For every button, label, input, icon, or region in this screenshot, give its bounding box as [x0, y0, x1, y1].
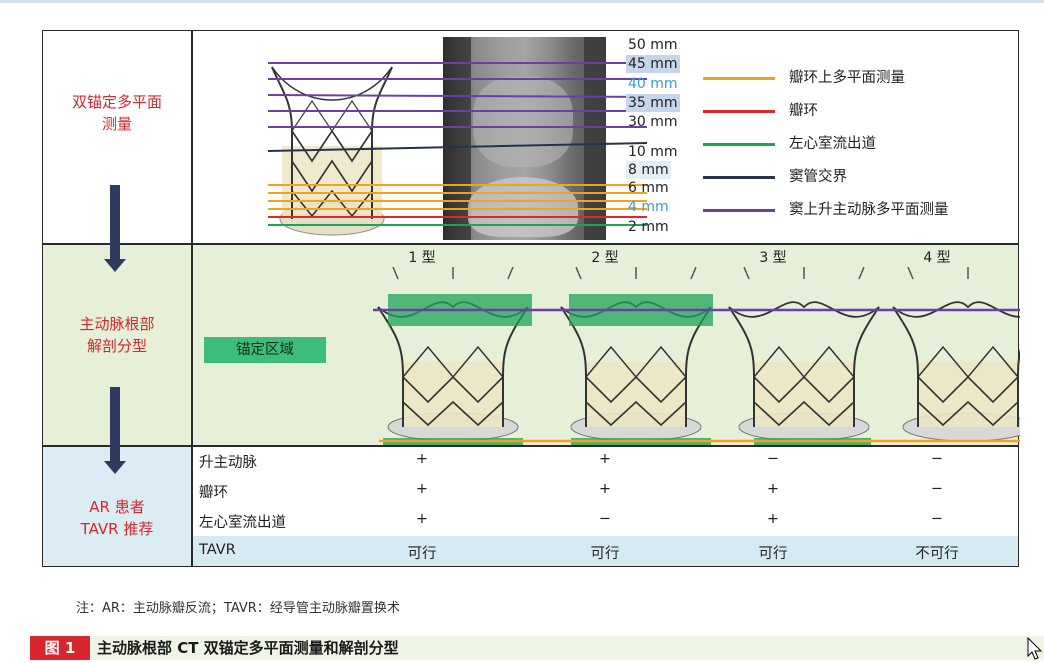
type-4-label: 4 型 [923, 250, 951, 266]
legend-swatch [703, 77, 775, 80]
legend-label: 左心室流出道 [789, 136, 876, 152]
top-rule [0, 0, 1044, 3]
label-dual-anchor: 双锚定多平面 测量 [71, 93, 162, 133]
table-cell: + [415, 481, 429, 497]
down-arrow-icon [104, 185, 126, 273]
tavr-row-bar [192, 536, 1018, 566]
legend-swatch [703, 176, 775, 179]
mm-label: 50 mm [628, 37, 678, 53]
mm-label: 8 mm [626, 161, 671, 179]
table-cell: + [598, 451, 612, 467]
mm-label: 45 mm [626, 55, 680, 73]
legend-label: 窦管交界 [789, 169, 847, 185]
table-cell: + [598, 481, 612, 497]
mm-label: 30 mm [628, 114, 678, 130]
anatomy-type-diagram [373, 267, 1020, 445]
table-cell: + [415, 511, 429, 527]
mm-label: 2 mm [628, 219, 669, 235]
table-cell: − [930, 511, 944, 527]
anchor-zone-label: 锚定区域 [204, 337, 326, 363]
legend-swatch [703, 209, 775, 212]
caption-bar [30, 636, 1044, 660]
table-row-label: 升主动脉 [199, 455, 257, 471]
table-cell: − [930, 451, 944, 467]
label-anatomy-typing: 主动脉根部 解剖分型 [79, 315, 155, 355]
down-arrow-icon [104, 387, 126, 475]
table-cell: − [766, 451, 780, 467]
legend-label: 窦上升主动脉多平面测量 [789, 202, 949, 218]
tavr-cell: 可行 [407, 546, 437, 562]
mm-label: 6 mm [628, 180, 669, 196]
table-cell: − [930, 481, 944, 497]
ct-image [443, 37, 606, 240]
mm-label: 10 mm [628, 144, 678, 160]
table-cell: + [415, 451, 429, 467]
type-2-label: 2 型 [591, 250, 619, 266]
valve-type-1 [377, 267, 529, 442]
mouse-cursor-icon [1027, 637, 1043, 660]
legend-label: 瓣环 [789, 103, 818, 119]
figure-number: 图 1 [30, 636, 90, 660]
mm-label: 40 mm [628, 76, 678, 92]
legend-label: 瓣环上多平面测量 [789, 70, 905, 86]
table-row-label: TAVR [199, 542, 236, 558]
legend-swatch [703, 110, 775, 113]
mm-label: 4 mm [628, 199, 669, 215]
footnote: 注：AR：主动脉瓣反流；TAVR：经导管主动脉瓣置换术 [76, 601, 400, 616]
valve-type-2 [560, 267, 712, 442]
valve-type-4 [892, 267, 1020, 442]
type-3-label: 3 型 [759, 250, 787, 266]
tavr-cell: 不可行 [915, 546, 959, 562]
mm-label: 35 mm [626, 94, 680, 112]
table-cell: − [598, 511, 612, 527]
type-1-label: 1 型 [408, 250, 436, 266]
label-tavr-recommend: AR 患者 TAVR 推荐 [80, 498, 154, 538]
table-cell: + [766, 511, 780, 527]
valve-stent-top [271, 66, 393, 236]
tavr-cell: 可行 [758, 546, 788, 562]
figure-frame: 双锚定多平面 测量 主动脉根部 解剖分型 AR 患者 TAVR 推荐 [42, 30, 1020, 567]
valve-type-3 [728, 267, 880, 442]
tavr-cell: 可行 [590, 546, 620, 562]
table-cell: + [766, 481, 780, 497]
table-row-label: 瓣环 [199, 485, 228, 501]
figure-caption: 主动脉根部 CT 双锚定多平面测量和解剖分型 [97, 639, 399, 657]
table-row-label: 左心室流出道 [199, 515, 286, 531]
measurement-diagram [267, 62, 652, 236]
legend-swatch [703, 143, 775, 146]
